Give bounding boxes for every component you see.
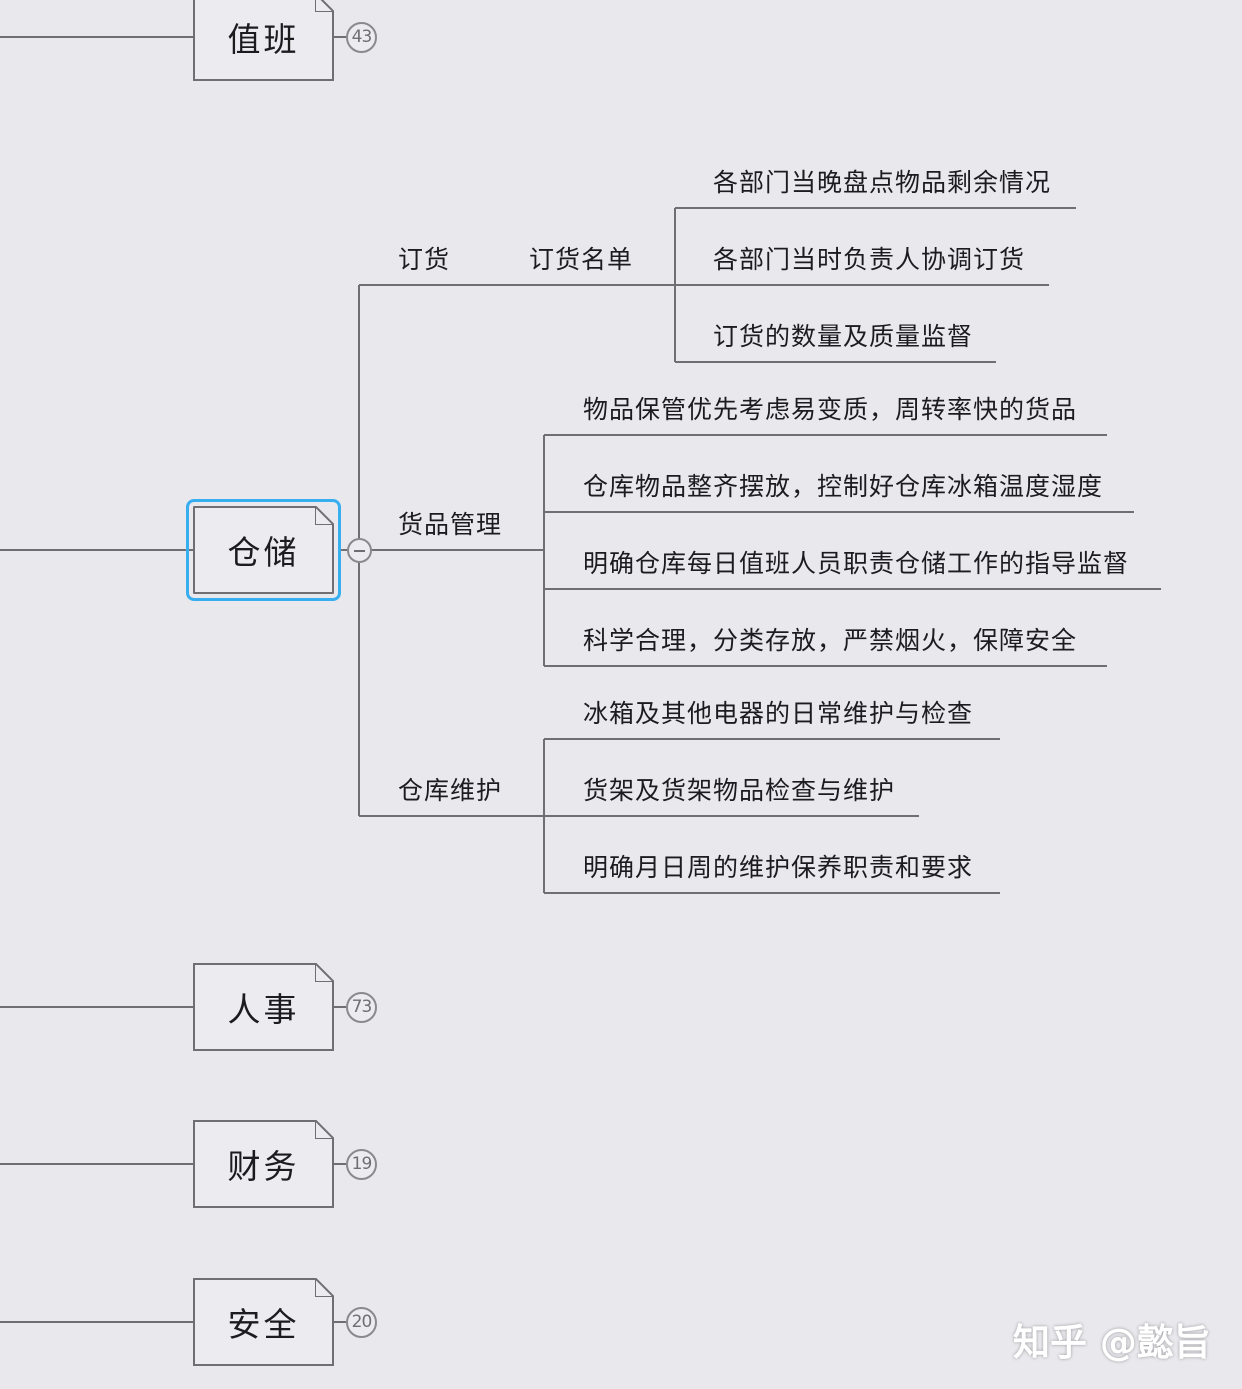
note-fold-icon [315,0,334,12]
note-fold-icon [315,1278,334,1297]
leaf-topic[interactable]: 明确月日周的维护保养职责和要求 [583,853,974,882]
subtopic-ordering[interactable]: 订货 [398,245,451,274]
topic-label: 财务 [227,1147,300,1186]
topic-duty[interactable]: 值班 [193,0,334,81]
subtopic-order-list[interactable]: 订货名单 [529,245,634,274]
leaf-topic[interactable]: 订货的数量及质量监督 [713,322,974,351]
topic-label: 值班 [227,20,300,59]
note-fold-icon [315,506,334,525]
leaf-topic[interactable]: 各部门当晚盘点物品剩余情况 [713,168,1052,197]
topic-hr[interactable]: 人事 [193,963,334,1051]
subtopic-goods-management[interactable]: 货品管理 [398,510,503,539]
topic-label: 安全 [227,1305,300,1344]
leaf-topic[interactable]: 科学合理，分类存放，严禁烟火，保障安全 [583,626,1078,655]
watermark: 知乎 @懿旨 [1013,1321,1211,1364]
leaf-topic[interactable]: 仓库物品整齐摆放，控制好仓库冰箱温度湿度 [583,472,1104,501]
topic-safety[interactable]: 安全 [193,1278,334,1366]
topic-label: 人事 [227,990,300,1029]
subtopic-warehouse-maintenance[interactable]: 仓库维护 [398,776,503,805]
leaf-topic[interactable]: 各部门当时负责人协调订货 [713,245,1026,274]
leaf-topic[interactable]: 明确仓库每日值班人员职责仓储工作的指导监督 [583,549,1130,578]
leaf-topic[interactable]: 物品保管优先考虑易变质，周转率快的货品 [583,395,1078,424]
topic-finance[interactable]: 财务 [193,1120,334,1208]
topic-storage[interactable]: 仓储 [186,499,341,601]
note-fold-icon [315,963,334,982]
leaf-topic[interactable]: 货架及货架物品检查与维护 [583,776,896,805]
topic-label: 仓储 [227,533,300,572]
child-count-badge[interactable]: 43 [346,22,377,53]
child-count-badge[interactable]: 73 [346,992,377,1023]
child-count-badge[interactable]: 20 [346,1307,377,1338]
child-count-badge[interactable]: 19 [346,1149,377,1180]
collapse-toggle-icon[interactable] [347,538,372,563]
leaf-topic[interactable]: 冰箱及其他电器的日常维护与检查 [583,699,974,728]
note-fold-icon [315,1120,334,1139]
